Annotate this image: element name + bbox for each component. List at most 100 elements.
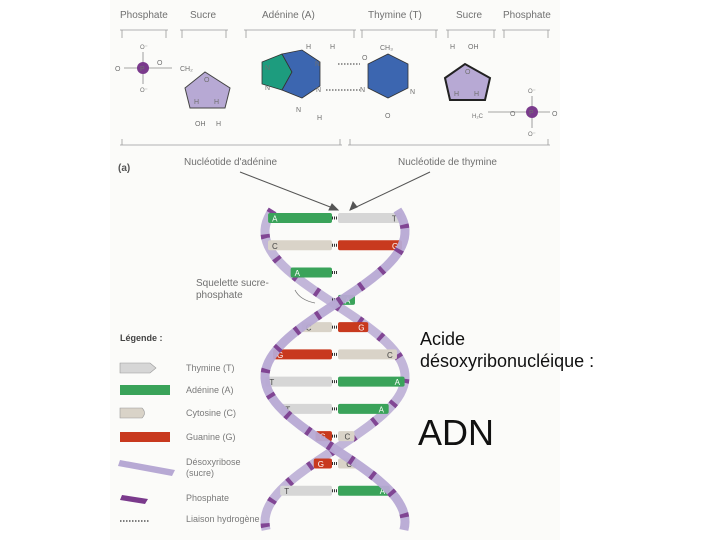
svg-text:O: O	[115, 66, 121, 73]
svg-text:O: O	[204, 77, 210, 84]
sugar-left: O H H OH H	[184, 71, 231, 128]
svg-text:H: H	[450, 44, 455, 51]
nucleotide-adenine-label: Nucléotide d'adénine	[184, 157, 278, 168]
svg-text:O: O	[465, 69, 471, 76]
header-sucre-left: Sucre	[190, 10, 217, 21]
legend-swatch-guanine	[120, 432, 170, 442]
thymine-ring: CH₃ O N O N	[360, 45, 415, 120]
pointer-arrows	[239, 171, 431, 211]
base-0-left-letter: A	[272, 215, 278, 224]
base-10-right	[338, 485, 390, 496]
base-8-right-letter: C	[345, 433, 351, 442]
legend-swatch-thymine	[119, 362, 157, 374]
svg-text:H: H	[194, 99, 199, 106]
base-9-left	[313, 458, 332, 469]
svg-text:OH: OH	[468, 44, 479, 51]
header-sucre-right: Sucre	[456, 10, 483, 21]
svg-text:H: H	[216, 121, 221, 128]
base-0-right-letter: T	[392, 215, 397, 224]
base-2-left-letter: A	[295, 269, 301, 278]
nucleotide-brackets	[120, 139, 550, 146]
base-7-left	[281, 403, 332, 414]
backbone-strand-2	[260, 207, 410, 531]
svg-text:O: O	[510, 111, 516, 118]
hydrogen-bonds-molecule	[326, 63, 360, 91]
svg-text:H: H	[317, 115, 322, 122]
legend-label-cytosine: Cytosine (C)	[186, 408, 237, 418]
base-2-left	[290, 267, 332, 278]
base-6-left-letter: T	[269, 378, 274, 387]
phosphate-left-atom	[137, 62, 149, 74]
phosphate-left-group: P O O⁻ O⁻ O CH₂	[115, 45, 193, 94]
svg-text:O⁻: O⁻	[140, 88, 148, 94]
svg-text:N: N	[360, 87, 365, 94]
base-4-left-letter: C	[306, 324, 312, 333]
svg-text:O: O	[157, 60, 163, 67]
phosphate-right-atom	[526, 106, 538, 118]
svg-text:OH: OH	[195, 121, 206, 128]
base-5-left-letter: G	[277, 351, 283, 360]
svg-text:H₂C: H₂C	[472, 114, 484, 120]
svg-text:H: H	[214, 99, 219, 106]
svg-text:H: H	[474, 91, 479, 98]
base-5-right	[338, 349, 397, 360]
svg-text:N: N	[296, 107, 301, 114]
svg-text:N: N	[410, 89, 415, 96]
legend-label-thymine: Thymine (T)	[186, 363, 235, 373]
header-phosphate-left: Phosphate	[120, 10, 168, 21]
svg-text:O: O	[362, 55, 368, 62]
caption-text: Acide désoxyribonucléique :	[420, 328, 594, 372]
base-4-right-letter: G	[358, 324, 364, 333]
header-adenine: Adénine (A)	[262, 10, 315, 21]
base-10-right-letter: A	[380, 487, 386, 496]
base-5-right-letter: C	[387, 351, 393, 360]
caption-title: ADN	[418, 412, 495, 453]
caption-line2: désoxyribonucléique :	[420, 351, 595, 371]
legend-label-desoxyribose: Désoxyribose (sucre)	[186, 457, 241, 478]
base-10-left-letter: T	[284, 487, 289, 496]
base-6-left	[265, 376, 332, 387]
svg-text:N: N	[265, 65, 270, 72]
base-8-right	[338, 431, 355, 442]
nucleotide-thymine-label: Nucléotide de thymine	[398, 157, 497, 168]
base-7-right-letter: A	[379, 405, 385, 414]
squelette-pointer	[294, 289, 316, 304]
squelette-label: Squelette sucre-phosphate	[196, 278, 269, 301]
header-thymine: Thymine (T)	[368, 10, 422, 21]
svg-text:H: H	[306, 44, 311, 51]
base-9-left-letter: G	[318, 460, 324, 469]
adenine-ring: N N N N N H H H	[261, 44, 335, 122]
base-4-right	[338, 322, 369, 333]
base-1-right	[338, 240, 403, 251]
base-6-right-letter: A	[395, 378, 401, 387]
svg-text:N: N	[265, 85, 270, 92]
molecular-diagram: P O O⁻ O⁻ O CH₂ O H H OH H N N N N N H	[115, 29, 558, 531]
svg-text:O⁻: O⁻	[528, 132, 536, 138]
legend-label-hydrogen: Liaison hydrogène	[186, 514, 260, 524]
base-1-right-letter: G	[392, 242, 398, 251]
sugar-right: O H H H OH H₂C	[443, 44, 492, 120]
header-brackets	[120, 29, 550, 38]
legend-swatches	[118, 362, 175, 522]
legend-label-phosphate: Phosphate	[186, 493, 230, 503]
base-5-left	[273, 349, 332, 360]
svg-text:CH₂: CH₂	[180, 66, 193, 73]
base-1-left-letter: C	[272, 242, 278, 251]
svg-text:H: H	[454, 91, 459, 98]
legend-title: Légende :	[120, 333, 163, 343]
legend-swatch-desoxyribose	[118, 460, 175, 476]
caption-line1: Acide	[420, 329, 466, 349]
legend-swatch-adenine	[120, 385, 170, 395]
panel-label: (a)	[118, 163, 131, 174]
legend-label-guanine: Guanine (G)	[186, 432, 236, 442]
base-10-left	[280, 485, 332, 496]
legend-swatch-phosphate	[120, 495, 148, 504]
dna-figure: Phosphate Sucre Adénine (A) Thymine (T) …	[110, 0, 560, 540]
base-0-left	[268, 213, 332, 223]
svg-text:O: O	[385, 113, 391, 120]
svg-text:N: N	[315, 61, 320, 68]
svg-text:CH₃: CH₃	[380, 45, 393, 52]
phosphate-right-group: P O O O⁻ O⁻	[488, 89, 558, 138]
phosphate-marks-strand-1	[260, 207, 410, 531]
